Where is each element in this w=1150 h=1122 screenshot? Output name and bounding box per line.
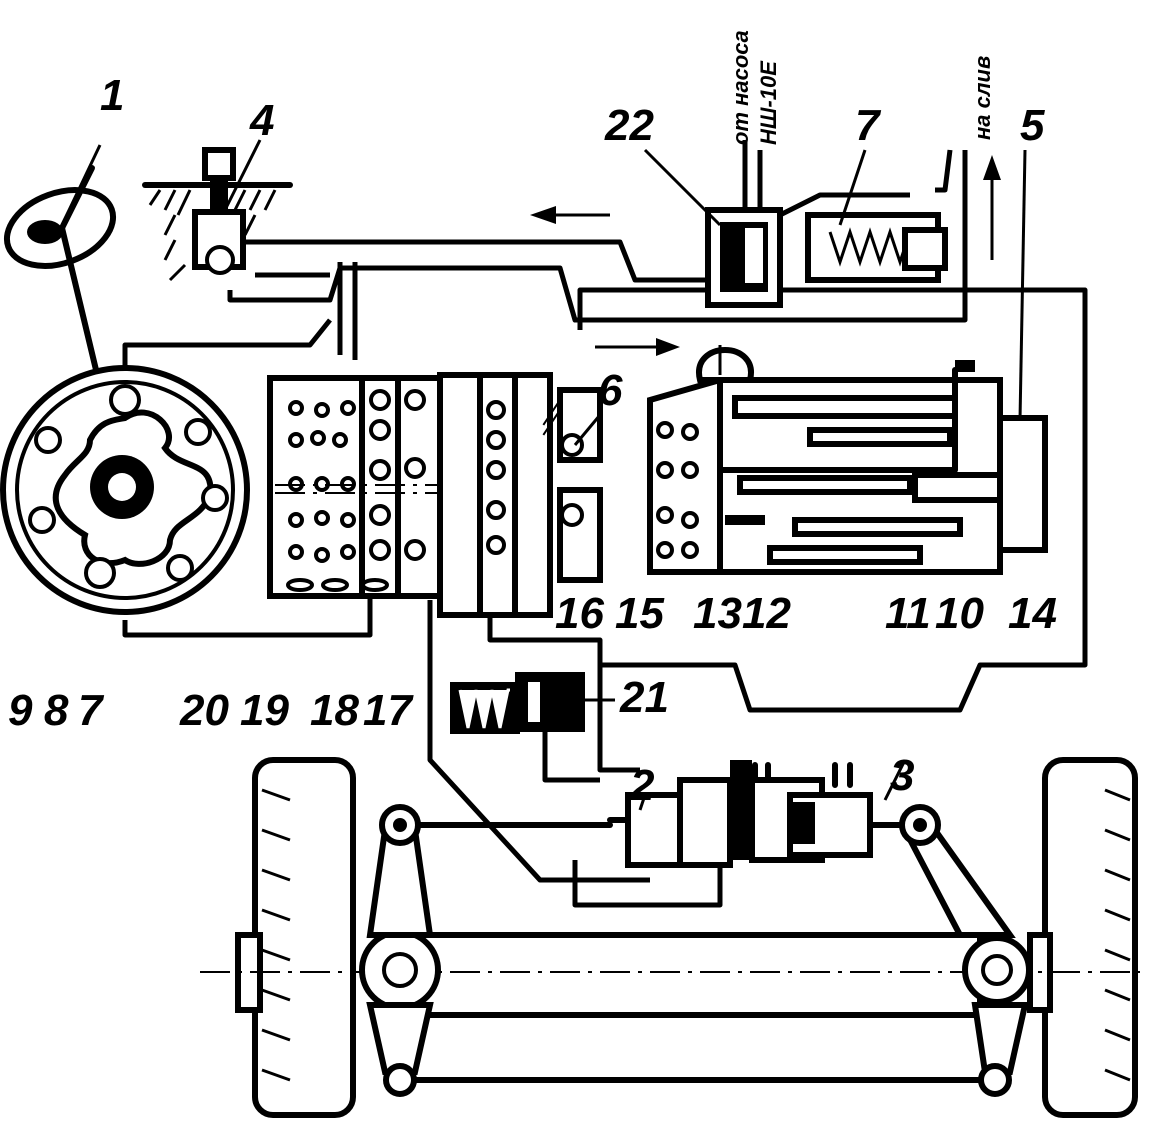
callout-20: 20	[179, 686, 229, 735]
distributor-block	[267, 375, 455, 599]
callout-7-top: 7	[855, 101, 882, 150]
reaction-valve-block	[647, 345, 1048, 575]
callout-1: 1	[100, 71, 124, 120]
callout-18: 18	[310, 686, 359, 735]
callout-22: 22	[604, 101, 654, 150]
callout-16: 16	[555, 589, 604, 638]
fitting-4	[142, 147, 293, 282]
callout-3: 3	[890, 751, 914, 800]
callout-10: 10	[935, 589, 984, 638]
note-from-pump: от насоса	[728, 30, 753, 145]
callout-15: 15	[615, 589, 664, 638]
front-axle	[200, 757, 1140, 1118]
check-valve-7-top	[805, 212, 948, 283]
valve-21	[450, 672, 585, 734]
callout-14: 14	[1008, 589, 1057, 638]
callout-21: 21	[619, 673, 669, 722]
callout-12: 12	[742, 589, 791, 638]
note-to-drain: на слив	[970, 56, 995, 140]
callout-13: 13	[693, 589, 742, 638]
callout-labels: 1 2 3 4 5 6 7 7 8 9 10 11 12 13 14 15 16…	[8, 71, 1057, 810]
pipe-notes: от насоса НШ-10Е на слив	[728, 30, 995, 145]
callout-19: 19	[240, 686, 289, 735]
power-cylinder	[607, 760, 908, 868]
callout-7: 7	[78, 686, 105, 735]
callout-17: 17	[363, 686, 414, 735]
metering-pump-ring	[0, 365, 250, 615]
callout-6: 6	[598, 366, 623, 415]
callout-8: 8	[44, 686, 69, 735]
callout-9: 9	[8, 686, 33, 735]
callout-4: 4	[249, 96, 274, 145]
safety-valve-22	[705, 207, 783, 308]
note-pump-model: НШ-10Е	[756, 60, 781, 145]
callout-5: 5	[1020, 101, 1045, 150]
leader-lines	[60, 139, 1027, 811]
callout-11: 11	[885, 589, 931, 638]
callout-2: 2	[629, 761, 655, 810]
valve-body	[437, 372, 603, 618]
